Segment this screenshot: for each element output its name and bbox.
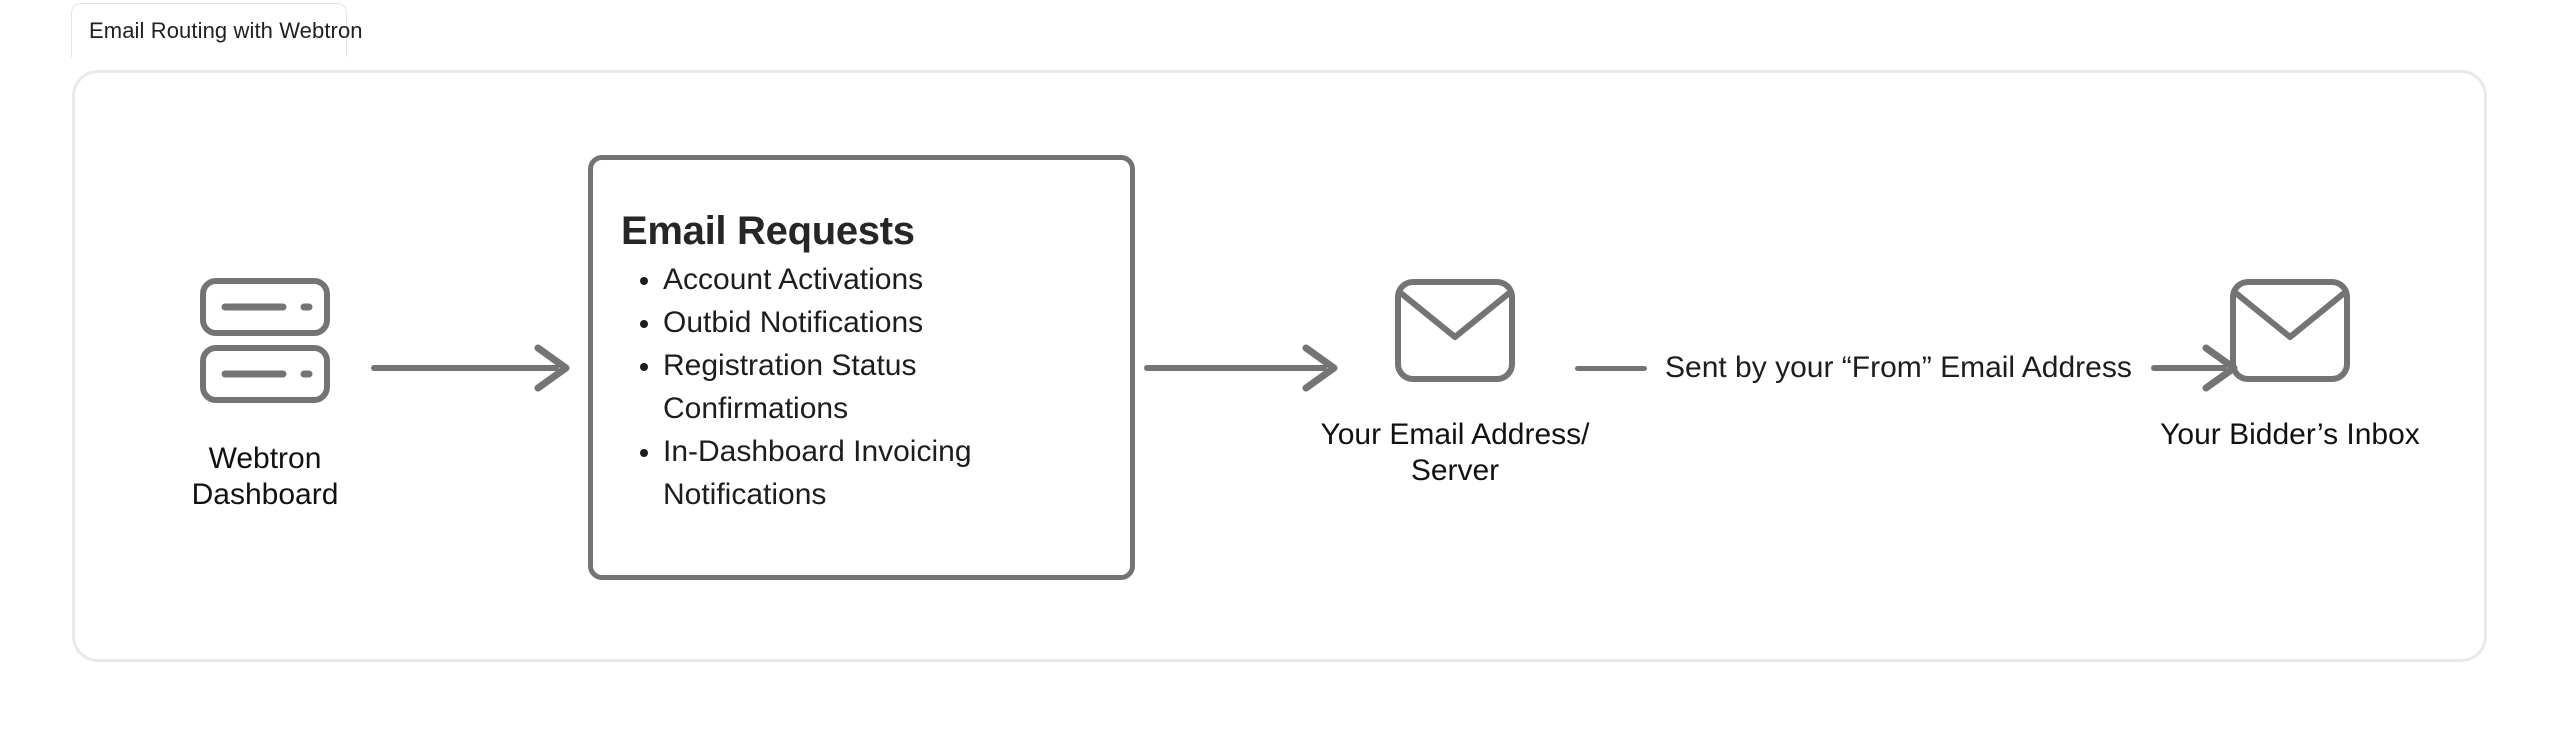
list-item: Registration Status Confirmations <box>663 344 1106 430</box>
connector-server-to-inbox: Sent by your “From” Email Address <box>1575 340 2238 396</box>
node-webtron-dashboard: Webtron Dashboard <box>140 278 390 513</box>
list-item: In-Dashboard Invoicing Notifications <box>663 430 1106 516</box>
node-label-your-email-server: Your Email Address/ Server <box>1320 418 1590 487</box>
node-label-webtron-dashboard: Webtron Dashboard <box>191 442 339 511</box>
tab-label: Email Routing with Webtron <box>89 17 363 43</box>
node-bidder-inbox: Your Bidder’s Inbox <box>2135 278 2445 453</box>
arrow-right-icon-requests-to-server <box>1144 344 1338 392</box>
connector-line <box>1575 365 1647 371</box>
connector-caption: Sent by your “From” Email Address <box>1665 351 2132 384</box>
tab-strip: Email Routing with Webtron <box>0 0 2560 62</box>
envelope-icon <box>2230 279 2350 382</box>
node-label-bidder-inbox: Your Bidder’s Inbox <box>2160 418 2420 451</box>
email-requests-title: Email Requests <box>621 209 915 253</box>
list-item: Account Activations <box>663 258 1106 301</box>
node-your-email-server: Your Email Address/ Server <box>1300 278 1610 489</box>
tab-email-routing-with-webtron[interactable]: Email Routing with Webtron <box>71 3 363 57</box>
envelope-icon <box>1395 279 1515 382</box>
list-item: Outbid Notifications <box>663 301 1106 344</box>
server-icon <box>200 278 330 403</box>
email-requests-list: Account Activations Outbid Notifications… <box>621 258 1106 516</box>
node-email-requests: Email Requests Account Activations Outbi… <box>588 155 1135 580</box>
arrow-right-icon-dashboard-to-requests <box>371 344 570 392</box>
